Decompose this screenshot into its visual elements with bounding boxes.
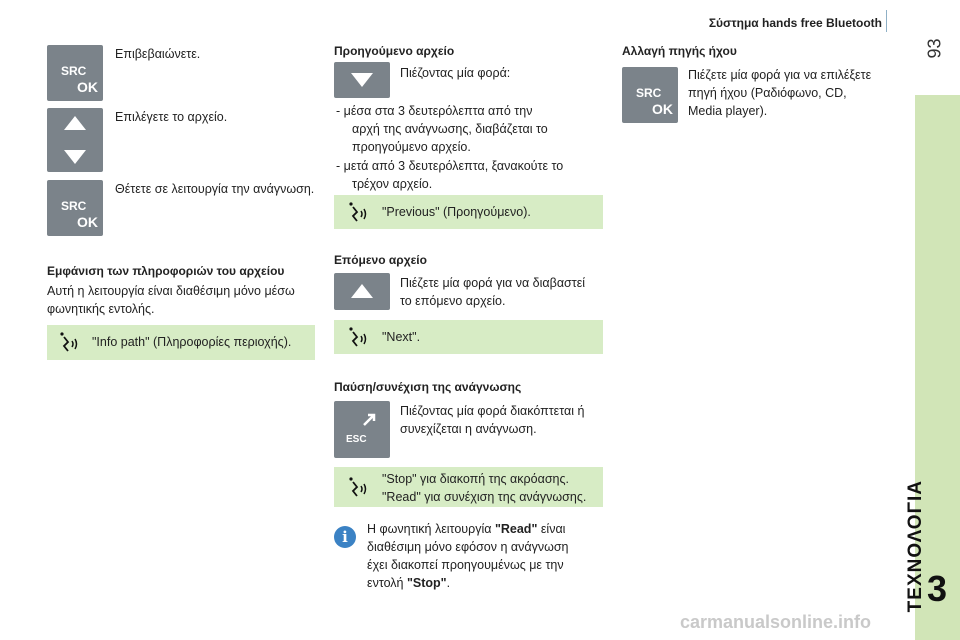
step-select-text: Επιλέγετε το αρχείο. — [115, 110, 228, 124]
info-heading: Εμφάνιση των πληροφοριών του αρχείου — [47, 264, 285, 278]
note-text: Η φωνητική λειτουργία — [367, 522, 495, 536]
voice-command-text: "Info path" (Πληροφορίες περιοχής). — [92, 335, 292, 349]
previous-bullet-2-line-1: - μετά από 3 δευτερόλεπτα, ξανακούτε το — [336, 159, 564, 173]
previous-press-text: Πιέζοντας μία φορά: — [400, 66, 511, 80]
info-icon: i — [334, 526, 356, 548]
arrow-up-icon — [351, 284, 373, 298]
note-text: εντολή — [367, 576, 407, 590]
arrow-down-icon — [64, 150, 86, 164]
watermark: carmanualsonline.info — [680, 612, 872, 632]
up-down-buttons-icon — [47, 108, 103, 172]
src-ok-button-icon: SRC OK — [622, 67, 678, 123]
next-press-line-1: Πιέζετε μία φορά για να διαβαστεί — [400, 276, 586, 290]
src-label: SRC — [636, 86, 662, 100]
pause-resume-heading: Παύση/συνέχιση της ανάγνωσης — [334, 380, 522, 394]
step-play-text: Θέτετε σε λειτουργία την ανάγνωση. — [115, 182, 315, 196]
note-stop-command: "Stop" — [406, 576, 447, 590]
source-line-1: Πιέζετε μία φορά για να επιλέξετε — [688, 68, 872, 82]
back-arrow-icon — [363, 413, 376, 426]
voice-command-read-text: "Read" για συνέχιση της ανάγνωσης. — [382, 490, 587, 504]
note-line-4: εντολή "Stop". — [367, 574, 450, 592]
up-button-icon — [334, 273, 390, 310]
voice-command-box: "Info path" (Πληροφορίες περιοχής). — [47, 325, 315, 360]
previous-bullet-1-line-3: προηγούμενο αρχείο. — [352, 140, 471, 154]
esc-button-icon: ESC — [334, 401, 390, 458]
previous-bullet-1-line-2: αρχή της ανάγνωσης, διαβάζεται το — [352, 122, 548, 136]
previous-file-heading: Προηγούμενο αρχείο — [334, 44, 455, 58]
esc-label: ESC — [346, 434, 367, 445]
voice-command-box: "Stop" για διακοπή της ακρόασης. "Read" … — [334, 467, 603, 507]
arrow-down-icon — [351, 73, 373, 87]
header-divider — [886, 10, 887, 32]
page-number: 93 — [924, 38, 945, 59]
voice-command-text: "Previous" (Προηγούμενο). — [382, 205, 531, 219]
note-text: . — [446, 576, 451, 590]
previous-bullet-1-line-1: - μέσα στα 3 δευτερόλεπτα από την — [336, 104, 533, 118]
next-press-line-2: το επόμενο αρχείο. — [400, 294, 506, 308]
info-body-line-2: φωνητικής εντολής. — [47, 302, 155, 316]
previous-bullet-2-line-2: τρέχον αρχείο. — [352, 177, 433, 191]
voice-command-box: "Previous" (Προηγούμενο). — [334, 195, 603, 229]
section-sidebar — [915, 95, 960, 640]
src-ok-button-icon: SRC OK — [47, 180, 103, 236]
voice-command-text: "Next". — [382, 330, 421, 344]
note-line-2: διαθέσιμη μόνο εφόσον η ανάγνωση — [367, 540, 569, 554]
note-line-1: Η φωνητική λειτουργία "Read" είναι — [367, 520, 565, 538]
ok-label: OK — [652, 101, 673, 117]
info-body-line-1: Αυτή η λειτουργία είναι διαθέσιμη μόνο μ… — [47, 284, 295, 298]
change-source-heading: Αλλαγή πηγής ήχου — [622, 44, 737, 58]
src-label: SRC — [61, 64, 87, 78]
voice-command-box: "Next". — [334, 320, 603, 354]
chapter-number: 3 — [926, 568, 948, 609]
note-text: είναι — [537, 522, 566, 536]
down-button-icon — [334, 62, 390, 98]
pause-press-line-1: Πιέζοντας μία φορά διακόπτεται ή — [400, 404, 585, 418]
ok-label: OK — [77, 79, 98, 95]
src-label: SRC — [61, 199, 87, 213]
src-ok-button-icon: SRC OK — [47, 45, 103, 101]
voice-command-icon — [349, 477, 367, 497]
ok-label: OK — [77, 214, 98, 230]
pause-press-line-2: συνεχίζεται η ανάγνωση. — [400, 422, 537, 436]
note-line-3: έχει διακοπεί προηγουμένως με την — [367, 558, 564, 572]
step-confirm-text: Επιβεβαιώνετε. — [115, 47, 201, 61]
next-file-heading: Επόμενο αρχείο — [334, 253, 427, 267]
source-line-3: Media player). — [688, 104, 768, 118]
note-read-command: "Read" — [494, 522, 538, 536]
arrow-up-icon — [64, 116, 86, 130]
voice-command-stop-text: "Stop" για διακοπή της ακρόασης. — [382, 472, 569, 486]
voice-command-icon — [60, 332, 78, 352]
voice-command-icon — [349, 327, 367, 347]
voice-command-icon — [349, 202, 367, 222]
source-line-2: πηγή ήχου (Ραδιόφωνο, CD, — [688, 86, 847, 100]
header-title: Σύστημα hands free Bluetooth — [708, 16, 882, 30]
